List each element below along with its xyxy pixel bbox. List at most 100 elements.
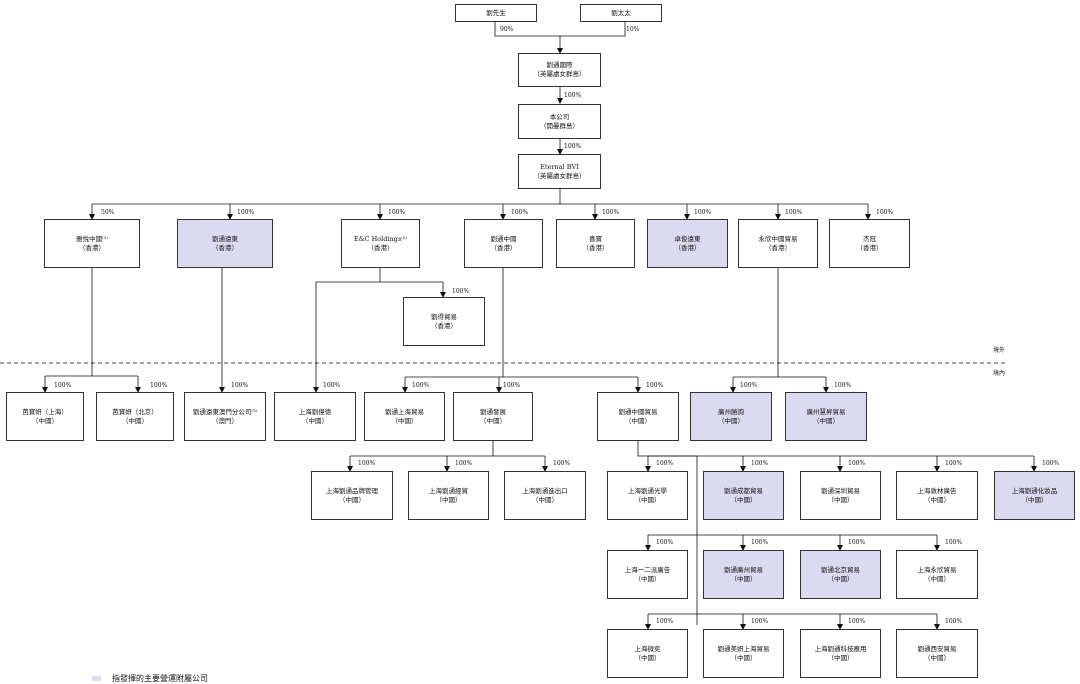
pct-label: 100%	[945, 618, 963, 625]
entity-jurisdiction: （香港）	[79, 243, 105, 252]
entity-name: 劉通廣州貿易	[724, 565, 763, 574]
entity-jurisdiction: （中國）	[827, 653, 854, 662]
entity-jurisdiction: （中國）	[302, 416, 328, 425]
entity-name: 劉通中國	[490, 234, 517, 243]
entity-jurisdiction: （中國）	[339, 495, 365, 504]
legend-text: 指發揮的主要營運附屬公司	[112, 674, 208, 683]
entity-name: 劉通遠東澳門分公司⁽³⁾	[192, 407, 258, 416]
pct-label: 100%	[150, 382, 168, 389]
entity-name: 上海劉通科技應用	[814, 644, 867, 653]
entity-name: E&C Holdings⁽²⁾	[354, 234, 407, 243]
pct-label: 100%	[358, 460, 376, 467]
entity-jurisdiction: （中國）	[32, 416, 58, 425]
pct-label: 100%	[511, 209, 529, 216]
pct-label: 100%	[848, 460, 866, 467]
entity-name: 芭寶妍（北京）	[112, 407, 158, 416]
entity-company: 本公司（開曼群島）	[518, 104, 601, 139]
entity-cn-h: 廣州勝詢（中國）	[690, 392, 772, 441]
entity-hk8: 杰冠（香港）	[829, 219, 910, 268]
pct-label: 100%	[740, 382, 758, 389]
pct-label: 100%	[553, 460, 571, 467]
entity-jurisdiction: （中國）	[924, 574, 950, 583]
entity-name: 上海劉通品牌管理	[326, 486, 378, 495]
pct-label: 100%	[452, 288, 470, 295]
entity-jurisdiction: （香港）	[856, 243, 883, 252]
entity-jurisdiction: （中國）	[391, 416, 418, 425]
entity-eternal-bvi: Eternal BVI（英屬處女群島）	[518, 154, 601, 189]
entity-ec-holdings: E&C Holdings⁽²⁾（香港）	[341, 219, 420, 268]
entity-jurisdiction: （中國）	[625, 416, 651, 425]
entity-name: 永欣中國貿易	[758, 234, 798, 243]
entity-jurisdiction: （香港）	[431, 321, 457, 330]
entity-g12: 上海劉通科技應用（中國）	[800, 629, 881, 678]
entity-name: 雅悅中國⁽¹⁾	[76, 234, 108, 243]
entity-jurisdiction: （香港）	[765, 243, 791, 252]
entity-hk1: 雅悅中國⁽¹⁾（香港）	[44, 219, 140, 268]
entity-jurisdiction: （中國）	[730, 495, 757, 504]
pct-label: 100%	[564, 143, 582, 150]
pct-label: 100%	[945, 539, 963, 546]
entity-name: 上海劉通進出口	[522, 486, 568, 495]
region-onshore-label: 境內	[993, 370, 1006, 377]
pct-label: 100%	[834, 382, 852, 389]
entity-g5: 上海劉通化妝品（中國）	[994, 471, 1075, 520]
entity-jurisdiction: （中國）	[827, 495, 854, 504]
pct-label: 100%	[602, 209, 620, 216]
entity-name: 卓俊遠東	[674, 234, 701, 243]
entity-mr-lau: 劉先生	[455, 4, 537, 22]
pct-label: 100%	[656, 618, 674, 625]
entity-jurisdiction: （中國）	[634, 574, 661, 583]
entity-mrs-lau: 劉太太	[580, 4, 662, 22]
pct-label: 100%	[1042, 460, 1060, 467]
pct-label: 100%	[945, 460, 963, 467]
entity-jurisdiction: （中國）	[730, 574, 757, 583]
pct-label: 100%	[503, 382, 521, 389]
entity-name: 劉通上海貿易	[385, 407, 424, 416]
entity-jurisdiction: （中國）	[435, 495, 462, 504]
entity-jurisdiction: （中國）	[634, 495, 661, 504]
pct-label: 10%	[626, 26, 640, 33]
entity-name: 芭寶妍（上海）	[22, 407, 68, 416]
entity-cn-d: 上海劉億德（中國）	[274, 392, 356, 441]
entity-g11: 劉通美妍上海貿易（中國）	[703, 629, 784, 678]
entity-name: 劉通國際	[546, 61, 573, 69]
entity-g10: 上海微奕（中國）	[607, 629, 688, 678]
entity-jurisdiction: （中國）	[480, 416, 506, 425]
pct-label: 100%	[237, 209, 255, 216]
entity-name: 劉通成都貿易	[724, 486, 763, 495]
entity-g7: 劉通廣州貿易（中國）	[703, 550, 784, 599]
entity-name: 上海永欣貿易	[917, 565, 957, 574]
entity-cn-f: 劉通發展（中國）	[453, 392, 533, 441]
entity-name: 上海劉億德	[298, 407, 332, 416]
pct-label: 100%	[751, 460, 769, 467]
entity-hk7: 永欣中國貿易（香港）	[738, 219, 818, 268]
pct-label: 100%	[785, 209, 803, 216]
entity-g2: 劉通成都貿易（中國）	[703, 471, 784, 520]
entity-jurisdiction: （中國）	[634, 653, 661, 662]
region-offshore-label: 境外	[993, 347, 1006, 354]
entity-name: 劉通發展	[480, 407, 506, 416]
entity-cn-b: 芭寶妍（北京）（中國）	[96, 392, 174, 441]
entity-g6: 上海一二派廣告（中國）	[607, 550, 688, 599]
entity-name: 劉通北京貿易	[821, 565, 860, 574]
pct-label: 100%	[876, 209, 894, 216]
entity-jurisdiction: （中國）	[730, 653, 757, 662]
entity-name: 喜寶	[589, 234, 602, 243]
legend-swatch	[92, 676, 101, 681]
pct-label: 100%	[694, 209, 712, 216]
entity-jurisdiction: （中國）	[532, 495, 558, 504]
entity-jurisdiction: （香港）	[490, 243, 517, 252]
pct-label: 100%	[656, 460, 674, 467]
pct-label: 100%	[656, 539, 674, 546]
pct-label: 100%	[848, 539, 866, 546]
entity-name: 劉太太	[611, 8, 631, 17]
pct-label: 100%	[848, 618, 866, 625]
pct-label: 100%	[54, 382, 72, 389]
entity-name: 上海劉通化妝品	[1011, 486, 1058, 495]
entity-jurisdiction: （英屬處女群島）	[533, 171, 586, 180]
entity-jurisdiction: （香港）	[212, 243, 238, 252]
entity-cn-i: 廣州慧昇貿易（中國）	[785, 392, 867, 441]
entity-g9: 上海永欣貿易（中國）	[896, 550, 978, 599]
entity-g4: 上海敦林廣告（中國）	[896, 471, 978, 520]
entity-name: 劉得貿易	[431, 312, 457, 321]
